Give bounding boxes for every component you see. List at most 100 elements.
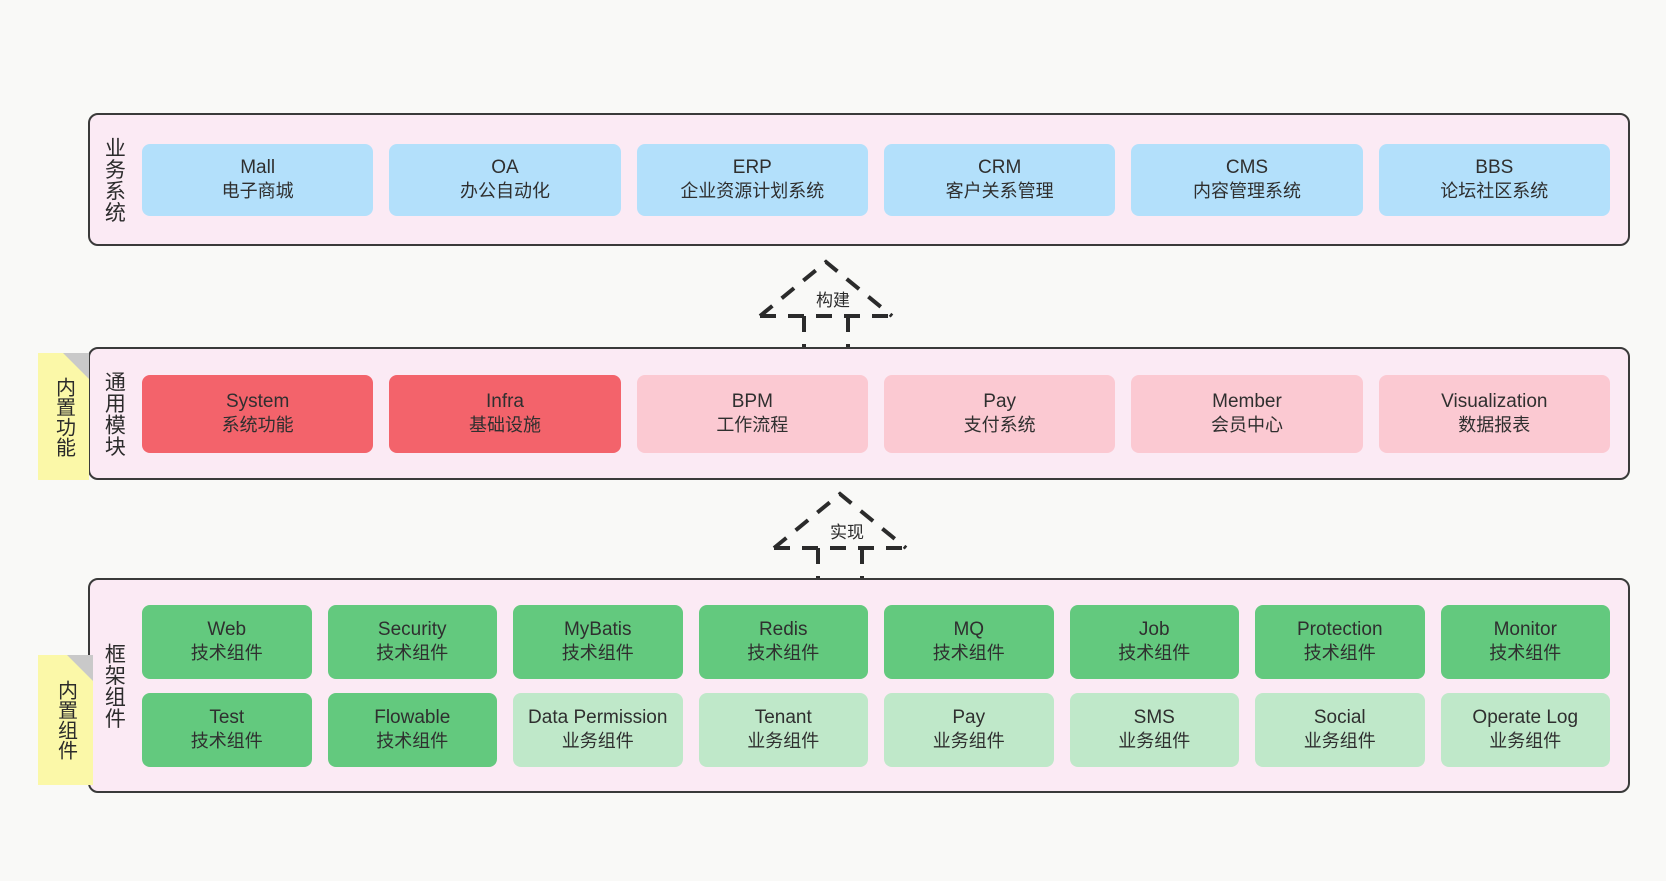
node-subtitle: 技术组件: [1489, 643, 1562, 664]
node-title: Visualization: [1441, 391, 1548, 413]
node-row: Mall 电子商城 OA 办公自动化 ERP 企业资源计划系统 CRM 客户关系…: [142, 143, 1610, 216]
node-title: Security: [377, 619, 447, 641]
node-row: Web 技术组件 Security 技术组件 MyBatis 技术组件 Redi…: [142, 604, 1610, 679]
node-web[interactable]: Web 技术组件: [142, 604, 312, 679]
node-title: Operate Log: [1472, 707, 1579, 729]
node-title: Job: [1138, 619, 1170, 641]
node-infra[interactable]: Infra 基础设施: [389, 374, 621, 453]
note-builtin-function-label: 内置功能: [52, 376, 75, 457]
node-data-permission[interactable]: Data Permission 业务组件: [513, 692, 683, 767]
node-subtitle: 论坛社区系统: [1440, 181, 1549, 202]
node-title: Infra: [485, 391, 524, 413]
node-pay-component[interactable]: Pay 业务组件: [884, 692, 1054, 767]
arrow-implement: 实现: [770, 488, 930, 580]
node-title: BBS: [1475, 157, 1514, 179]
node-cms[interactable]: CMS 内容管理系统: [1131, 143, 1363, 216]
node-redis[interactable]: Redis 技术组件: [698, 604, 868, 679]
node-tenant[interactable]: Tenant 业务组件: [698, 692, 868, 767]
node-oa[interactable]: OA 办公自动化: [389, 143, 621, 216]
layer-body-business-system: Mall 电子商城 OA 办公自动化 ERP 企业资源计划系统 CRM 客户关系…: [136, 115, 1628, 244]
node-erp[interactable]: ERP 企业资源计划系统: [636, 143, 868, 216]
node-title: Pay: [983, 391, 1017, 413]
node-bpm[interactable]: BPM 工作流程: [636, 374, 868, 453]
node-mall[interactable]: Mall 电子商城: [142, 143, 374, 216]
node-crm[interactable]: CRM 客户关系管理: [883, 143, 1116, 216]
node-title: Data Permission: [528, 707, 668, 729]
node-title: MyBatis: [563, 619, 632, 641]
node-subtitle: 业务组件: [561, 731, 634, 752]
node-pay-module[interactable]: Pay 支付系统: [883, 374, 1116, 453]
note-builtin-component: 内置组件: [38, 655, 93, 785]
node-title: BPM: [731, 391, 773, 413]
node-title: Test: [209, 707, 245, 729]
node-protection[interactable]: Protection 技术组件: [1255, 604, 1425, 679]
node-subtitle: 电子商城: [221, 181, 294, 202]
node-subtitle: 客户关系管理: [945, 181, 1054, 202]
node-title: Monitor: [1493, 619, 1557, 641]
node-title: System: [225, 391, 290, 413]
node-title: Redis: [758, 619, 808, 641]
node-title: Member: [1212, 391, 1282, 413]
node-title: Mall: [240, 157, 276, 179]
node-system[interactable]: System 系统功能: [142, 374, 374, 453]
node-subtitle: 基础设施: [468, 415, 541, 436]
node-subtitle: 业务组件: [1118, 731, 1191, 752]
node-subtitle: 业务组件: [747, 731, 820, 752]
node-subtitle: 工作流程: [716, 415, 789, 436]
node-mq[interactable]: MQ 技术组件: [884, 604, 1054, 679]
layer-common-module: 通用模块 System 系统功能 Infra 基础设施 BPM 工作流程 Pay…: [88, 347, 1630, 480]
node-title: CRM: [978, 157, 1022, 179]
node-subtitle: 业务组件: [1489, 731, 1562, 752]
node-sms[interactable]: SMS 业务组件: [1069, 692, 1239, 767]
node-title: SMS: [1133, 707, 1175, 729]
node-operate-log[interactable]: Operate Log 业务组件: [1440, 692, 1610, 767]
node-title: Tenant: [754, 707, 812, 729]
node-title: CMS: [1225, 157, 1269, 179]
node-subtitle: 技术组件: [1303, 643, 1376, 664]
layer-label-framework-component: 框架组件: [102, 642, 126, 729]
note-builtin-function: 内置功能: [38, 353, 89, 480]
node-title: MQ: [953, 619, 985, 641]
node-subtitle: 技术组件: [1118, 643, 1191, 664]
node-monitor[interactable]: Monitor 技术组件: [1440, 604, 1610, 679]
node-test[interactable]: Test 技术组件: [142, 692, 312, 767]
arrow-build-label: 构建: [814, 291, 852, 310]
node-flowable[interactable]: Flowable 技术组件: [327, 692, 497, 767]
node-row: System 系统功能 Infra 基础设施 BPM 工作流程 Pay 支付系统…: [142, 374, 1610, 453]
node-subtitle: 支付系统: [963, 415, 1036, 436]
node-subtitle: 技术组件: [376, 731, 449, 752]
layer-body-common-module: System 系统功能 Infra 基础设施 BPM 工作流程 Pay 支付系统…: [136, 349, 1628, 478]
node-visualization[interactable]: Visualization 数据报表: [1378, 374, 1610, 453]
node-subtitle: 技术组件: [932, 643, 1005, 664]
node-subtitle: 会员中心: [1210, 415, 1283, 436]
node-subtitle: 技术组件: [190, 731, 263, 752]
node-job[interactable]: Job 技术组件: [1069, 604, 1239, 679]
node-subtitle: 技术组件: [190, 643, 263, 664]
node-subtitle: 企业资源计划系统: [680, 181, 825, 202]
arrow-build: 构建: [756, 256, 916, 348]
node-title: Web: [207, 619, 247, 641]
layer-framework-component: 框架组件 Web 技术组件 Security 技术组件 MyBatis 技术组件…: [88, 578, 1630, 793]
note-fold-corner-icon: [67, 655, 93, 681]
node-row: Test 技术组件 Flowable 技术组件 Data Permission …: [142, 692, 1610, 767]
node-subtitle: 系统功能: [221, 415, 294, 436]
node-member[interactable]: Member 会员中心: [1131, 374, 1363, 453]
node-bbs[interactable]: BBS 论坛社区系统: [1378, 143, 1610, 216]
arrow-implement-label: 实现: [828, 523, 866, 542]
node-security[interactable]: Security 技术组件: [327, 604, 497, 679]
node-title: Protection: [1296, 619, 1383, 641]
layer-body-framework-component: Web 技术组件 Security 技术组件 MyBatis 技术组件 Redi…: [136, 580, 1628, 791]
node-mybatis[interactable]: MyBatis 技术组件: [513, 604, 683, 679]
layer-label-common-module: 通用模块: [102, 370, 126, 457]
node-social[interactable]: Social 业务组件: [1255, 692, 1425, 767]
note-builtin-component-label: 内置组件: [54, 680, 77, 760]
node-title: Flowable: [374, 707, 451, 729]
node-subtitle: 技术组件: [376, 643, 449, 664]
layer-label-business-system: 业务系统: [102, 136, 126, 223]
note-fold-corner-icon: [63, 353, 89, 379]
node-title: OA: [491, 157, 519, 179]
node-subtitle: 业务组件: [1303, 731, 1376, 752]
node-title: Pay: [952, 707, 986, 729]
node-title: ERP: [732, 157, 772, 179]
